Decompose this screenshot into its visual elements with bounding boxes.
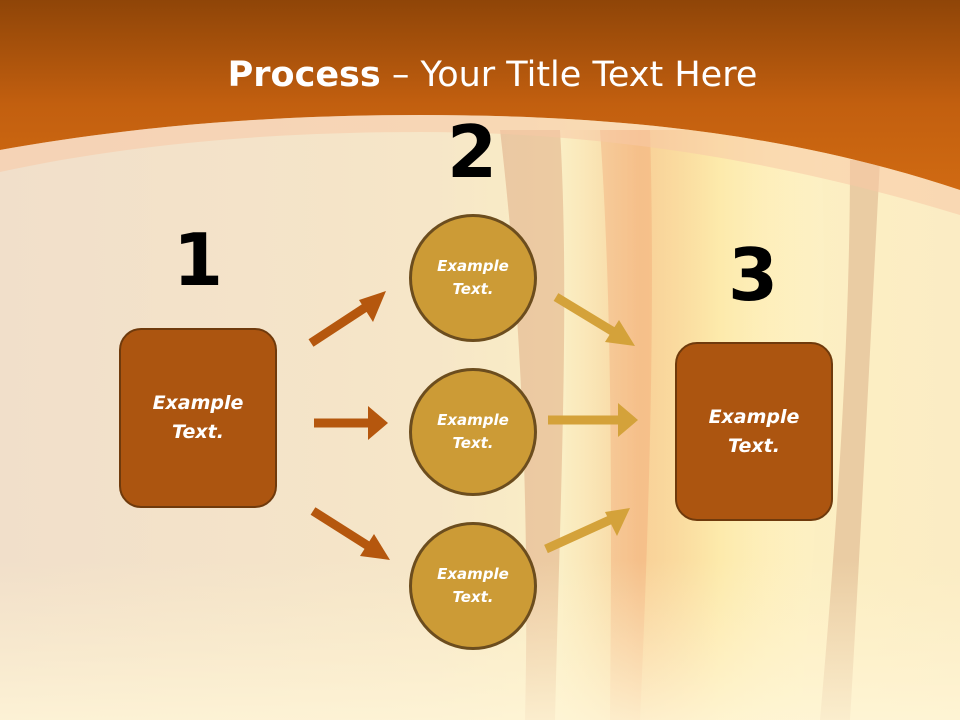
process-circle-top-text: Example Text. xyxy=(437,257,509,298)
process-circle-middle-text: Example Text. xyxy=(437,411,509,452)
process-circle-top: Example Text. xyxy=(409,214,537,342)
process-box-start: Example Text. xyxy=(119,328,277,508)
process-circle-middle: Example Text. xyxy=(409,368,537,496)
process-box-end: Example Text. xyxy=(675,342,833,521)
title-rest-part: – Your Title Text Here xyxy=(380,55,758,95)
process-circle-bottom: Example Text. xyxy=(409,522,537,650)
title-bold-part: Process xyxy=(227,55,381,95)
step-number-2: 2 xyxy=(446,110,498,194)
process-circle-bottom-text: Example Text. xyxy=(437,565,509,606)
slide-title: Process – Your Title Text Here xyxy=(0,52,960,98)
process-box-end-text: Example Text. xyxy=(708,405,800,457)
process-box-start-text: Example Text. xyxy=(152,392,244,443)
step-number-3: 3 xyxy=(727,233,779,317)
step-number-1: 1 xyxy=(172,218,224,302)
